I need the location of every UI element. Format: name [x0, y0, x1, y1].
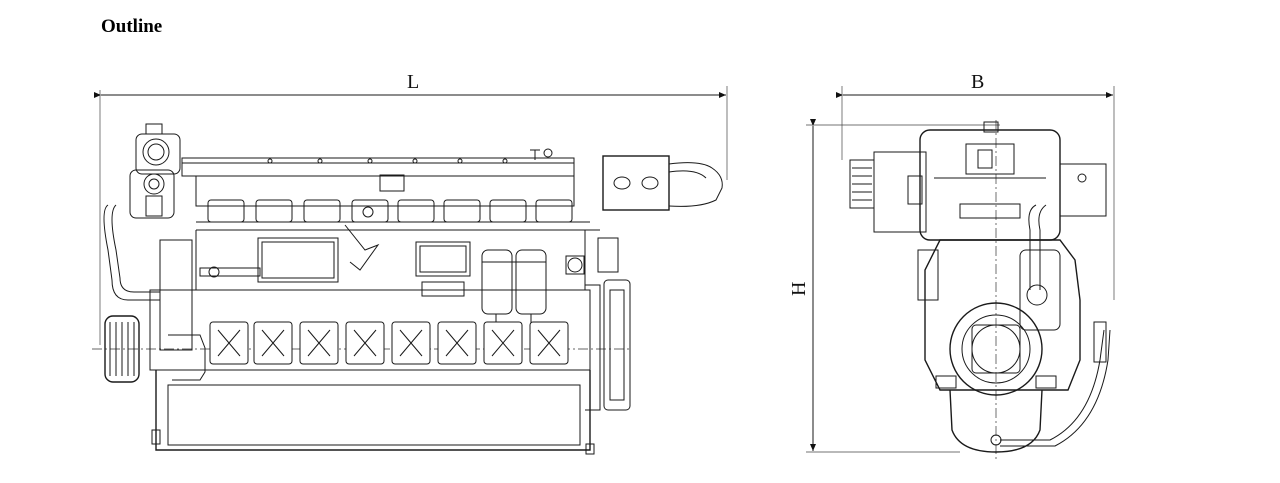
top-housing — [849, 121, 1107, 241]
exhaust-elbow — [602, 155, 723, 211]
front-block — [917, 204, 1107, 391]
front-crank-flange — [949, 302, 1043, 396]
length-label: L — [407, 71, 419, 93]
front-sump — [935, 329, 1111, 453]
side-view: L — [92, 71, 728, 455]
height-dimension: H — [788, 119, 1000, 453]
flywheel-housing — [585, 279, 631, 411]
charge-air-manifold — [181, 148, 575, 207]
engine-block — [195, 206, 619, 297]
oil-sump — [151, 370, 595, 455]
fuel-filters — [481, 249, 547, 326]
front-view: B H — [788, 71, 1115, 460]
front-pulley — [103, 204, 261, 383]
breadth-label: B — [971, 71, 984, 93]
height-label: H — [788, 282, 810, 296]
crankcase — [149, 289, 591, 381]
page-title: Outline — [101, 16, 163, 37]
breadth-dimension: B — [836, 71, 1115, 300]
cylinder-head-covers — [196, 199, 600, 231]
length-dimension: L — [94, 71, 728, 345]
turbocharger — [129, 123, 181, 219]
